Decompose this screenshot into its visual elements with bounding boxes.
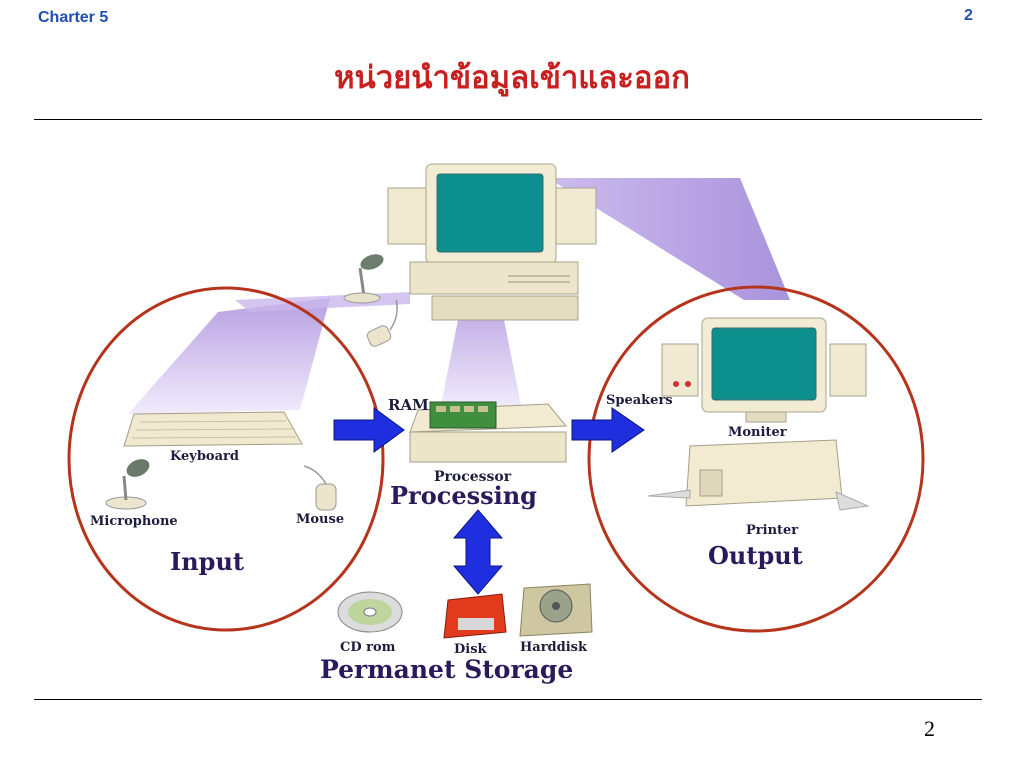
- chapter-label: Charter 5: [38, 9, 109, 26]
- bottom-divider: [34, 699, 982, 700]
- processing-to-output-arrow: [571, 407, 645, 453]
- processing-heading: Processing: [390, 481, 537, 510]
- top-divider: [34, 119, 982, 120]
- processor-label: Processor: [434, 469, 512, 485]
- slide-number: 2: [964, 7, 973, 24]
- ram-label: RAM: [388, 396, 429, 414]
- central-computer: [387, 163, 597, 321]
- data-beams: [128, 178, 790, 414]
- harddisk-label: Harddisk: [520, 640, 588, 655]
- processing-storage-arrow: [452, 509, 504, 595]
- output-devices: [647, 317, 870, 511]
- output-circle: [587, 285, 925, 633]
- input-devices: [105, 411, 337, 511]
- input-heading: Input: [170, 547, 244, 576]
- input-to-processing-arrow: [333, 407, 405, 453]
- cd-rom-label: CD rom: [340, 640, 396, 655]
- page-number: 2: [924, 716, 935, 741]
- storage-devices: [337, 583, 593, 639]
- storage-heading: Permanet Storage: [320, 655, 573, 684]
- slide-title: หน่วยนำข้อมูลเข้าและออก: [334, 60, 690, 96]
- printer-label: Printer: [746, 523, 798, 538]
- microphone-label: Microphone: [90, 514, 178, 529]
- mouse-label: Mouse: [296, 512, 344, 527]
- input-circle: [67, 286, 385, 632]
- output-heading: Output: [708, 541, 803, 570]
- speakers-label: Speakers: [606, 393, 673, 408]
- keyboard-label: Keyboard: [170, 449, 239, 464]
- processor-unit: [409, 401, 568, 463]
- disk-label: Disk: [454, 642, 488, 657]
- top-peripherals: [343, 254, 398, 347]
- moniter-label: Moniter: [728, 425, 787, 440]
